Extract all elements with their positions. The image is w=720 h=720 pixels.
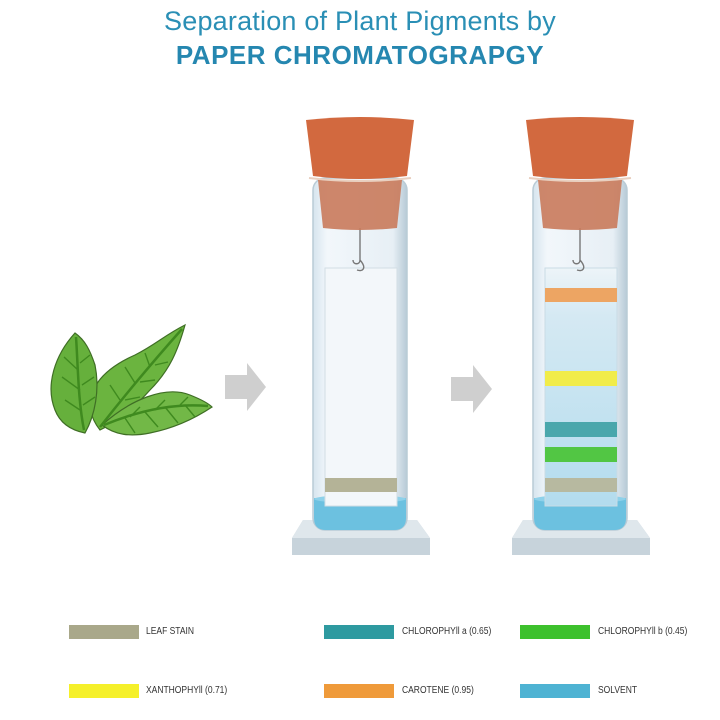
band-carotene <box>545 288 617 302</box>
legend-swatch-carotene <box>324 684 394 698</box>
legend-label-chlorophyll-a: CHLOROPHYll a (0.65) <box>402 626 492 637</box>
arrow-right-icon <box>225 363 266 411</box>
test-tube-before <box>292 117 430 555</box>
leaf-cluster-icon <box>50 323 213 436</box>
legend-label-xanthophyll: XANTHOPHYll (0.71) <box>146 685 228 696</box>
legend-swatch-chlorophyll-b <box>520 625 590 639</box>
legend-swatch-chlorophyll-a <box>324 625 394 639</box>
band-chlorophyll-a <box>545 422 617 437</box>
band-leaf-stain <box>545 478 617 492</box>
legend-label-solvent: SOLVENT <box>598 685 638 696</box>
legend-label-chlorophyll-b: CHLOROPHYll b (0.45) <box>598 626 688 637</box>
title-line-1: Separation of Plant Pigments by <box>164 6 556 36</box>
legend-label-leaf-stain: LEAF STAIN <box>146 626 195 637</box>
band-chlorophyll-b <box>545 447 617 462</box>
band-leaf-stain <box>325 478 397 492</box>
legend-swatch-xanthophyll <box>69 684 139 698</box>
legend-swatch-leaf-stain <box>69 625 139 639</box>
title-line-2: PAPER CHROMATOGRAPGY <box>175 40 545 70</box>
band-xanthophyll <box>545 371 617 386</box>
arrow-right-icon <box>451 365 492 413</box>
test-tube-after <box>512 117 650 555</box>
legend-swatch-solvent <box>520 684 590 698</box>
legend-label-carotene: CAROTENE (0.95) <box>402 685 474 696</box>
